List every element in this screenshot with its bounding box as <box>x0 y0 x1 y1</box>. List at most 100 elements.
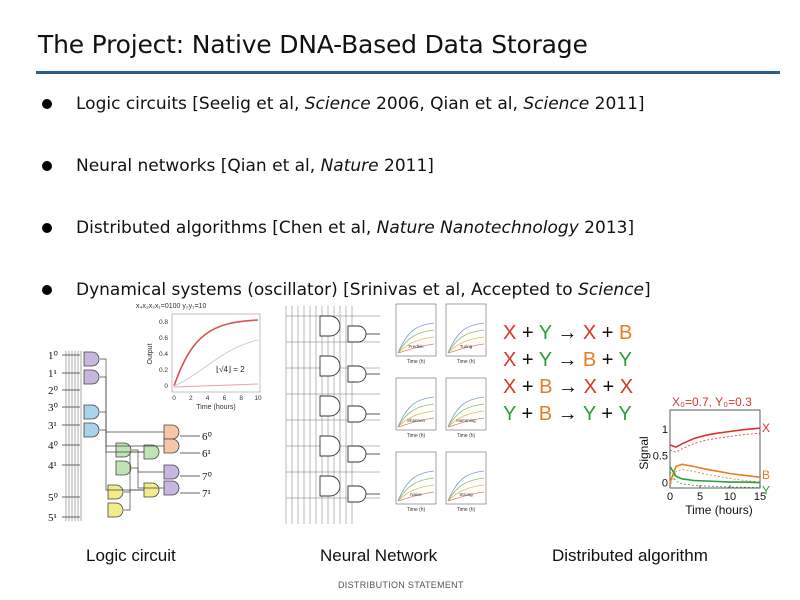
reaction-token: X <box>503 349 517 371</box>
bullet-text-part: Science <box>304 94 371 114</box>
input-label: 5⁰ <box>48 492 59 504</box>
mini-plot-xlabel: Time (h) <box>407 507 426 513</box>
inset-xtick-label: 8 <box>239 395 243 402</box>
signal-ytick-label: 1 <box>662 424 668 436</box>
inset-ytick-label: 0.2 <box>159 367 168 374</box>
title-underline <box>36 71 780 74</box>
mini-plot-curve <box>397 484 435 502</box>
mini-plot-curve <box>447 329 485 354</box>
logic-gate-icon <box>115 442 132 458</box>
bullet-text-part: Nature <box>320 156 379 176</box>
logic-gate-icon <box>143 444 160 460</box>
bullet-text-part: Distributed algorithms [Chen et al, <box>76 218 377 238</box>
caption-logic-circuit: Logic circuit <box>86 546 176 565</box>
circuit-wire <box>100 411 164 433</box>
mini-plot-title: Turing <box>460 344 473 349</box>
inset-xtick-label: 4 <box>206 395 210 402</box>
input-label: 3¹ <box>48 420 57 432</box>
reaction-token: B <box>538 403 553 425</box>
reaction-token: B <box>619 322 633 344</box>
signal-xtick-label: 0 <box>667 491 673 503</box>
mini-plot-curve <box>397 491 435 502</box>
mini-plot-curve <box>447 403 485 428</box>
inset-ytick-label: 0.8 <box>159 319 168 326</box>
reaction-token: + <box>596 376 620 398</box>
bullet-text: Logic circuits [Seelig et al, Science 20… <box>76 92 645 116</box>
mini-plot-curve <box>447 396 485 428</box>
inset-ytick-label: 0.6 <box>159 335 168 342</box>
circuit-wire <box>132 449 164 473</box>
signal-xtick-label: 10 <box>724 491 736 503</box>
mini-plot-curve <box>447 336 485 354</box>
output-label: 7⁰ <box>202 471 213 483</box>
logic-gate-icon <box>163 464 180 480</box>
signal-series-b <box>669 463 761 483</box>
mini-plot-curve <box>447 470 485 502</box>
mini-plot-curve <box>397 336 435 354</box>
reaction-token: → <box>552 403 583 425</box>
reaction-token: + <box>515 403 539 425</box>
reaction-token: X <box>619 376 634 398</box>
neuron-gate-icon <box>347 365 367 383</box>
circuit-wire <box>100 358 144 453</box>
inset-xtick-label: 10 <box>254 395 262 402</box>
caption-neural-network: Neural Network <box>320 546 438 565</box>
output-label: 7¹ <box>202 488 211 500</box>
signal-series-band <box>669 468 761 488</box>
reaction-token: → <box>551 349 583 371</box>
mini-plot-title: Naive <box>410 492 422 497</box>
mini-plot-curve <box>447 491 485 502</box>
input-label: 4⁰ <box>48 440 59 452</box>
reaction-token: → <box>552 376 584 398</box>
bullet-text-part: 2011] <box>589 94 645 114</box>
bullet-text-part: 2013] <box>578 218 635 238</box>
bullet-text-part: Neural networks [Qian et al, <box>76 156 321 176</box>
neuron-gate-icon <box>347 405 367 423</box>
mini-plot-curve <box>397 417 435 428</box>
bullet-dot-icon <box>42 99 52 109</box>
slide-title: The Project: Native DNA-Based Data Stora… <box>38 30 588 59</box>
bullet-text: Distributed algorithms [Chen et al, Natu… <box>76 216 634 240</box>
signal-series-y <box>669 466 761 484</box>
signal-ytick-label: 0.5 <box>653 451 668 463</box>
mini-plot-curve <box>447 410 485 428</box>
inset-xtick-label: 6 <box>223 395 227 402</box>
mini-plot-curve <box>397 410 435 428</box>
neuron-gate-icon <box>319 395 341 417</box>
signal-series-label: B <box>762 468 770 482</box>
mini-plot-curve <box>397 343 435 354</box>
reaction-token: X <box>503 376 517 398</box>
logic-gate-icon <box>83 422 100 438</box>
reaction-token: Y <box>618 349 633 371</box>
mini-plot-curve <box>397 329 435 354</box>
reaction-token: Y <box>538 322 552 344</box>
inset-ytick-label: 0 <box>164 383 168 390</box>
mini-plot-xlabel: Time (h) <box>457 433 476 439</box>
mini-plot-panel <box>445 451 487 505</box>
bullet-text-part: ] <box>643 280 651 300</box>
circuit-wire <box>132 467 164 489</box>
mini-plot-curve <box>397 322 435 354</box>
bullet-dot-icon <box>42 223 52 233</box>
circuit-wire <box>100 429 164 447</box>
logic-gate-icon <box>163 424 180 440</box>
bullet-text-part: Logic circuits [Seelig et al, <box>76 94 305 114</box>
inset-xtick-label: 2 <box>189 395 193 402</box>
inset-xlabel: Time (hours) <box>196 404 235 411</box>
distribution-statement: DISTRIBUTION STATEMENT <box>338 580 464 590</box>
reaction-token: X <box>582 322 597 344</box>
inset-xtick-label: 0 <box>172 395 176 402</box>
mini-plot-curve <box>397 396 435 428</box>
logic-gate-icon <box>107 484 124 500</box>
bullet-dot-icon <box>42 161 52 171</box>
reaction-3: X + B → X + X <box>503 376 633 399</box>
bullet-text-part: 2011] <box>378 156 434 176</box>
signal-series-band <box>669 432 761 453</box>
inset-top-label: x₄x₃x₂x₁=0100 y₂y₁=10 <box>136 303 206 310</box>
signal-series-band <box>669 471 761 488</box>
input-label: 1⁰ <box>48 350 59 362</box>
bullet-text-part: Dynamical systems (oscillator) [Srinivas… <box>76 280 579 300</box>
